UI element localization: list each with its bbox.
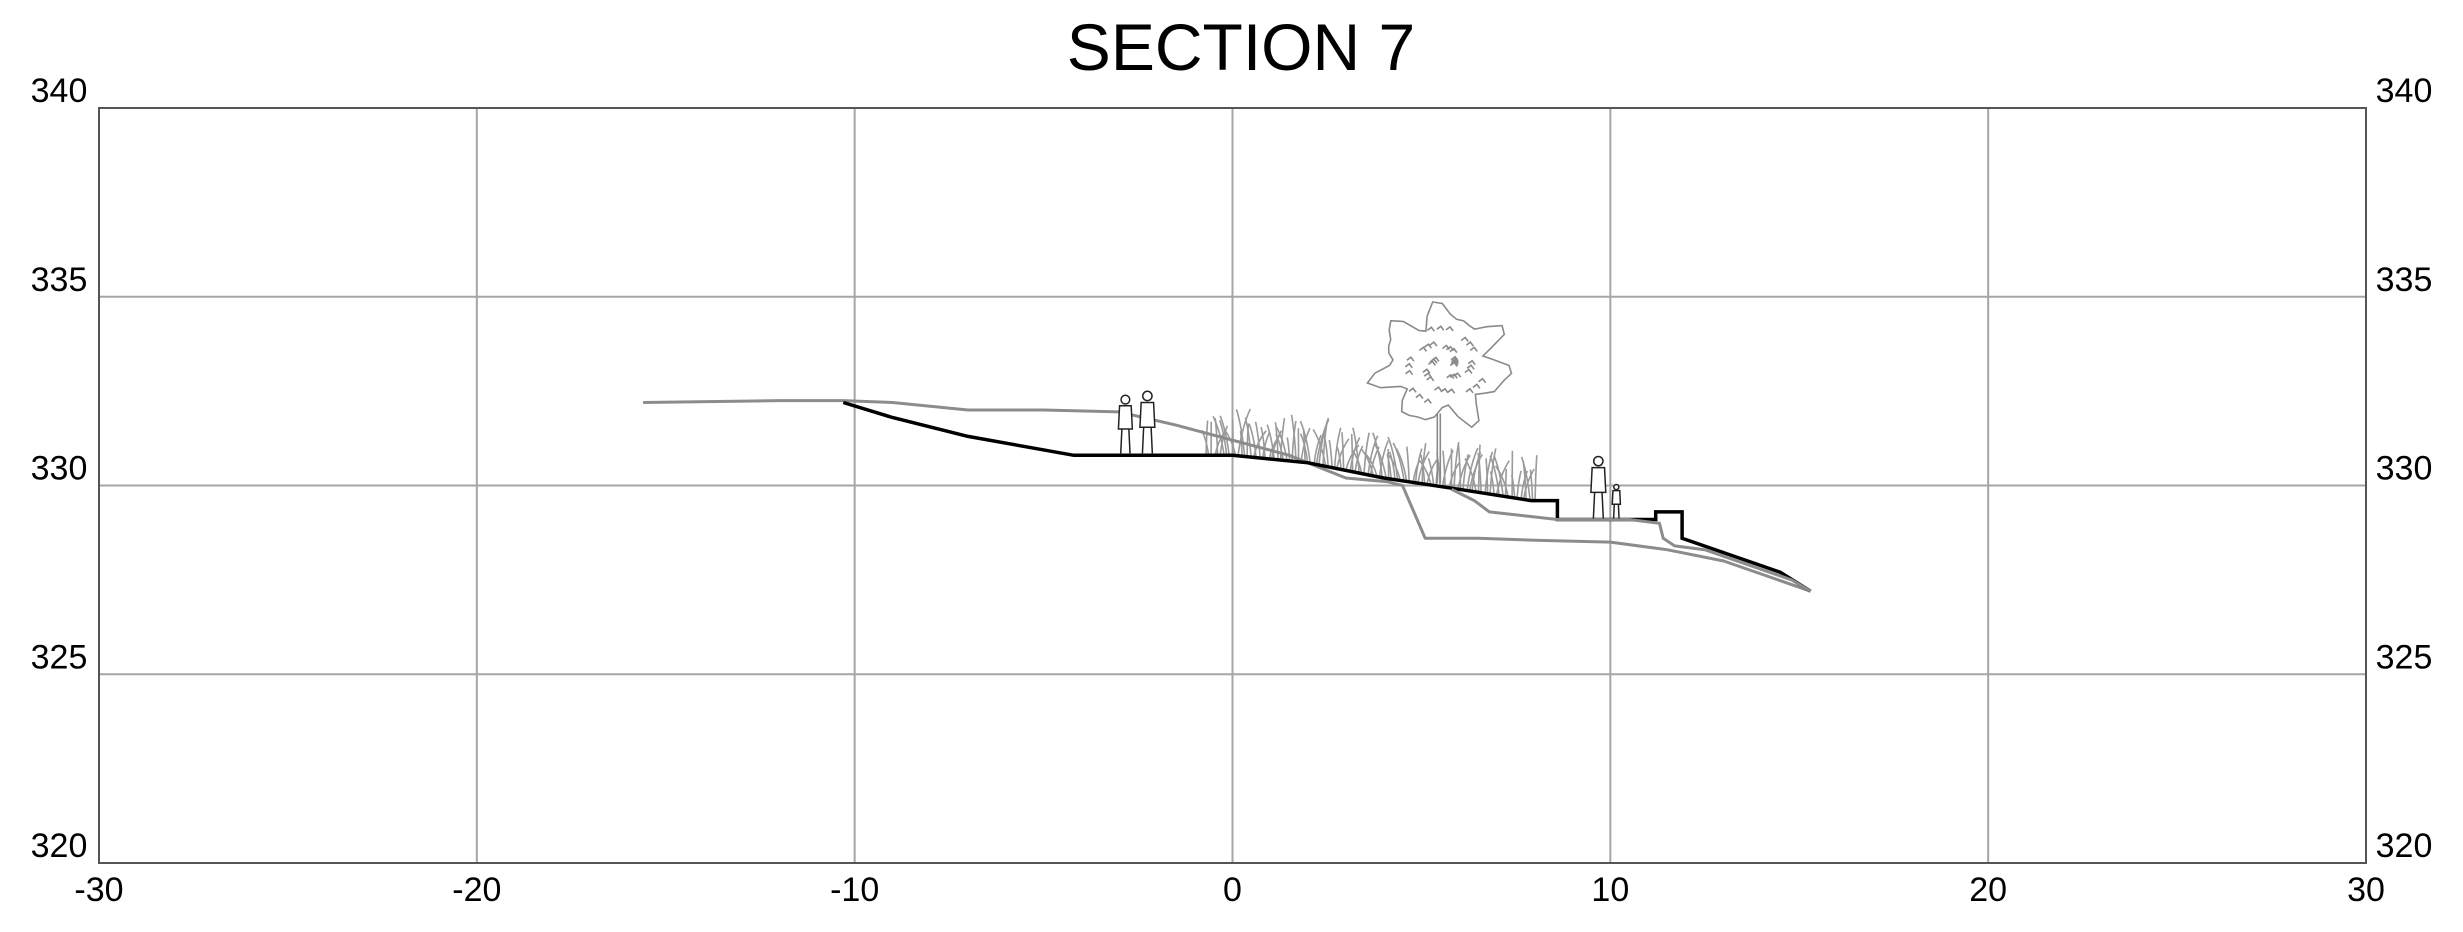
y-tick-label-right: 330: [2376, 450, 2433, 488]
y-tick-label-left: 335: [31, 261, 88, 299]
series-line-1: [842, 400, 1812, 593]
person-standing-adult: [1590, 455, 1607, 519]
y-tick-label-right: 320: [2376, 827, 2433, 865]
y-tick-label-left: 325: [31, 638, 88, 676]
plot-frame: [98, 107, 2367, 864]
grass-tufts: [1201, 408, 1538, 501]
x-tick-label: 0: [1223, 871, 1242, 909]
x-tick-label: -10: [830, 871, 879, 909]
grid-lines: [99, 108, 2366, 863]
person-standing-child: [1611, 483, 1622, 519]
series-line-0: [643, 399, 1812, 593]
y-tick-label-right: 340: [2376, 72, 2433, 110]
x-tick-label: 20: [1969, 871, 2007, 909]
y-tick-label-left: 340: [31, 72, 88, 110]
y-tick-label-right: 335: [2376, 261, 2433, 299]
x-tick-label: -20: [452, 871, 501, 909]
axis-tick-labels: -30 -20 -10 0 10 20 30 340 340 335 335 330 330 325 325…: [31, 72, 2433, 909]
y-tick-label-left: 330: [31, 450, 88, 488]
chart-title: SECTION 7: [1067, 10, 1415, 84]
tree-illustration: [1366, 301, 1513, 484]
series-line-2: [1450, 487, 1812, 593]
y-tick-label-right: 325: [2376, 638, 2433, 676]
x-tick-label: 10: [1591, 871, 1629, 909]
scale-figures: [1117, 390, 1622, 519]
y-tick-label-left: 320: [31, 827, 88, 865]
ground-lines: [643, 399, 1812, 593]
person-walking-1: [1117, 394, 1134, 454]
vegetation: [1201, 301, 1538, 501]
person-walking-2: [1139, 390, 1156, 454]
x-tick-label: 30: [2347, 871, 2385, 909]
x-tick-label: -30: [74, 871, 123, 909]
